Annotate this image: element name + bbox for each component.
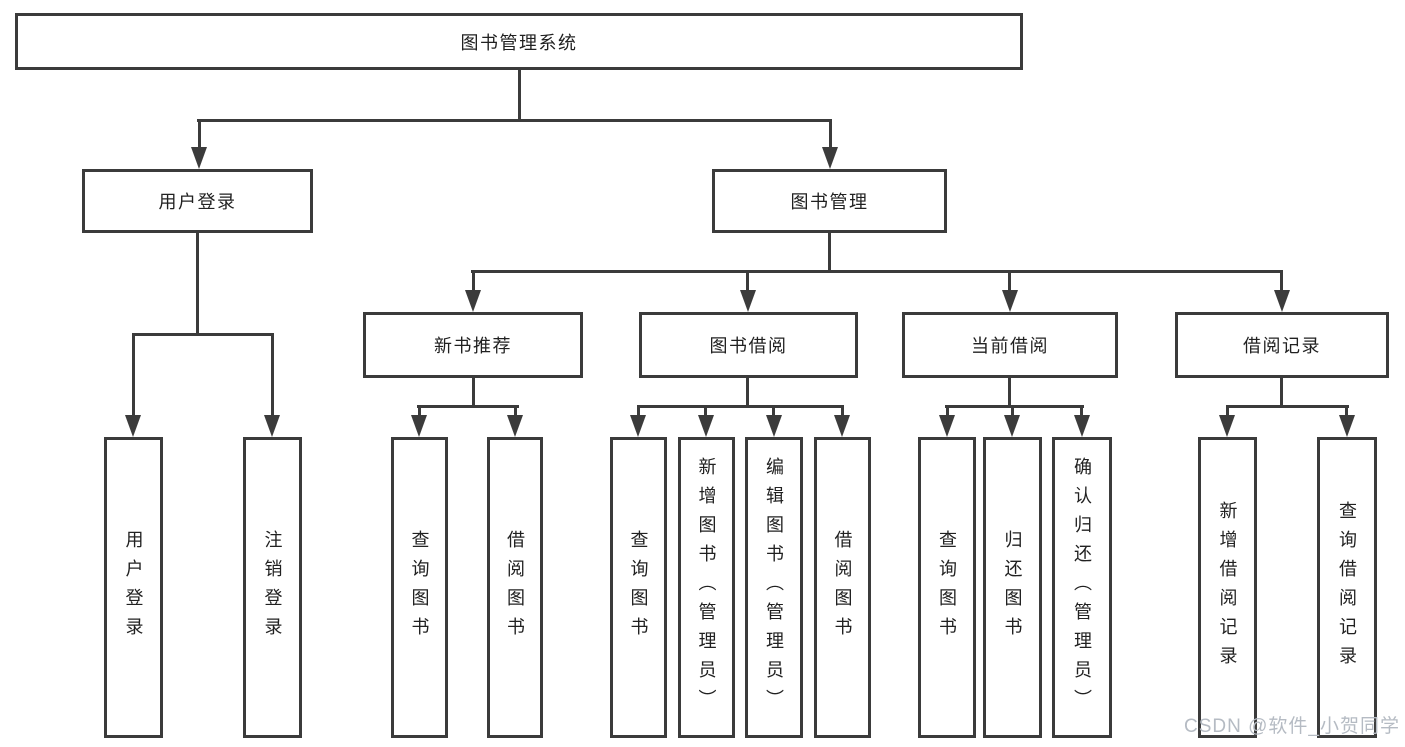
leaf-borrow-books-newrec: 借阅图书 xyxy=(487,437,543,738)
arrowhead-icon xyxy=(834,415,850,437)
arrowhead-icon xyxy=(1274,290,1290,312)
connector-line xyxy=(197,119,832,122)
node-label: 用户登录 xyxy=(158,192,237,212)
node-new-book-recommend: 新书推荐 xyxy=(363,312,583,378)
node-borrow-records: 借阅记录 xyxy=(1175,312,1389,378)
arrowhead-icon xyxy=(411,415,427,437)
node-user-login: 用户登录 xyxy=(82,169,313,233)
connector-line xyxy=(637,405,844,408)
arrowhead-icon xyxy=(939,415,955,437)
arrowhead-icon xyxy=(1004,415,1020,437)
arrowhead-icon xyxy=(1074,415,1090,437)
leaf-label: 注销登录 xyxy=(262,529,283,646)
leaf-label: 查询图书 xyxy=(937,529,957,646)
node-root: 图书管理系统 xyxy=(15,13,1023,70)
node-book-management: 图书管理 xyxy=(712,169,947,233)
node-label: 新书推荐 xyxy=(434,336,512,356)
leaf-label: 查询图书 xyxy=(628,529,649,646)
leaf-query-borrow-record: 查询借阅记录 xyxy=(1317,437,1377,738)
leaf-user-login: 用户登录 xyxy=(104,437,163,738)
connector-line xyxy=(1280,378,1283,408)
leaf-label: 新增图书（管理员） xyxy=(696,457,717,718)
connector-line xyxy=(472,378,475,408)
leaf-label: 查询图书 xyxy=(409,529,430,646)
leaf-query-books-borrow: 查询图书 xyxy=(610,437,667,738)
leaf-label: 确认归还（管理员） xyxy=(1072,457,1092,718)
connector-line xyxy=(1280,270,1283,293)
connector-line xyxy=(1226,405,1229,417)
leaf-confirm-return-admin: 确认归还（管理员） xyxy=(1052,437,1112,738)
connector-line xyxy=(841,405,844,417)
connector-line xyxy=(196,233,199,335)
leaf-label: 归还图书 xyxy=(1002,529,1023,646)
arrowhead-icon xyxy=(630,415,646,437)
connector-line xyxy=(418,405,421,417)
connector-line xyxy=(1008,378,1011,408)
connector-line xyxy=(828,233,831,273)
connector-line xyxy=(829,119,832,149)
connector-line xyxy=(1008,270,1011,293)
connector-line xyxy=(1011,405,1014,417)
leaf-query-books-current: 查询图书 xyxy=(918,437,976,738)
leaf-add-borrow-record: 新增借阅记录 xyxy=(1198,437,1257,738)
node-label: 图书借阅 xyxy=(709,336,788,356)
leaf-label: 借阅图书 xyxy=(832,529,853,646)
connector-line xyxy=(514,405,517,417)
leaf-add-books-admin: 新增图书（管理员） xyxy=(678,437,735,738)
node-label: 图书管理 xyxy=(790,192,869,212)
leaf-label: 新增借阅记录 xyxy=(1217,500,1238,675)
arrowhead-icon xyxy=(507,415,523,437)
arrowhead-icon xyxy=(465,290,481,312)
arrowhead-icon xyxy=(191,147,207,169)
arrowhead-icon xyxy=(125,415,141,437)
connector-line xyxy=(746,378,749,408)
leaf-logout: 注销登录 xyxy=(243,437,302,738)
leaf-query-books-newrec: 查询图书 xyxy=(391,437,448,738)
connector-line xyxy=(945,405,1084,408)
node-book-borrow: 图书借阅 xyxy=(639,312,858,378)
connector-line xyxy=(472,270,475,293)
connector-line xyxy=(132,333,274,336)
arrowhead-icon xyxy=(822,147,838,169)
arrowhead-icon xyxy=(264,415,280,437)
leaf-edit-books-admin: 编辑图书（管理员） xyxy=(745,437,803,738)
node-label: 图书管理系统 xyxy=(460,32,578,53)
leaf-borrow-books: 借阅图书 xyxy=(814,437,871,738)
arrowhead-icon xyxy=(1002,290,1018,312)
connector-line xyxy=(772,405,775,417)
leaf-label: 用户登录 xyxy=(123,529,144,646)
connector-line xyxy=(746,270,749,293)
leaf-return-books: 归还图书 xyxy=(983,437,1042,738)
connector-line xyxy=(704,405,707,417)
connector-line xyxy=(1226,405,1349,408)
connector-line xyxy=(271,333,274,417)
arrowhead-icon xyxy=(1219,415,1235,437)
node-label: 当前借阅 xyxy=(971,336,1049,356)
arrowhead-icon xyxy=(698,415,714,437)
connector-line xyxy=(946,405,949,417)
connector-line xyxy=(471,270,1283,273)
leaf-label: 借阅图书 xyxy=(505,529,525,646)
node-current-borrow: 当前借阅 xyxy=(902,312,1118,378)
connector-line xyxy=(132,333,135,417)
connector-line xyxy=(637,405,640,417)
connector-line xyxy=(1080,405,1083,417)
arrowhead-icon xyxy=(740,290,756,312)
leaf-label: 编辑图书（管理员） xyxy=(764,457,784,718)
node-label: 借阅记录 xyxy=(1243,336,1321,356)
csdn-watermark: CSDN @软件_小贺同学 xyxy=(1184,716,1400,737)
connector-line xyxy=(417,405,519,408)
leaf-label: 查询借阅记录 xyxy=(1337,500,1357,675)
arrowhead-icon xyxy=(766,415,782,437)
connector-line xyxy=(1345,405,1348,417)
connector-line xyxy=(198,119,201,149)
connector-line xyxy=(518,70,521,120)
arrowhead-icon xyxy=(1339,415,1355,437)
